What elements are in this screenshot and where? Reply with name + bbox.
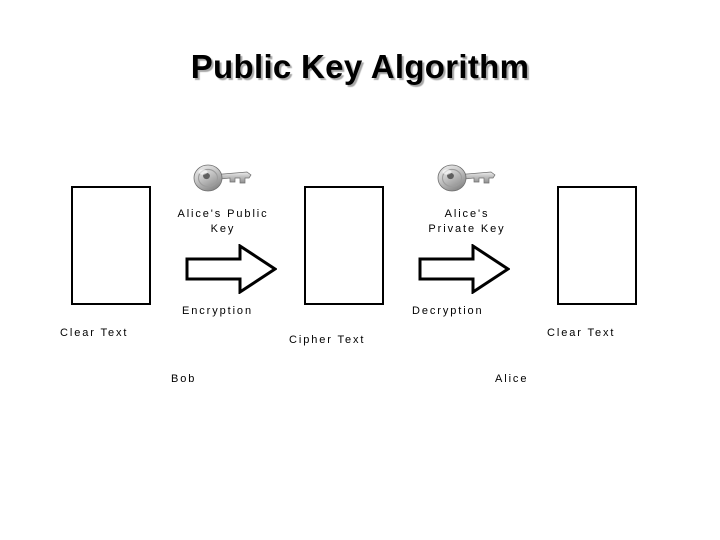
label-cipher-text: Cipher Text <box>289 334 366 346</box>
document-box-cipher-text <box>304 186 384 305</box>
label-clear-text-left: Clear Text <box>60 327 129 339</box>
label-alice-public-key-line1: Alice's Public <box>177 208 269 220</box>
label-alice-public-key-line2: Key <box>210 223 236 235</box>
label-actor-bob: Bob <box>171 373 197 385</box>
arrow-right-icon-decryption <box>418 244 510 294</box>
label-clear-text-right: Clear Text <box>547 327 616 339</box>
key-icon-private <box>434 162 506 202</box>
label-alice-public-key: Alice's Public Key <box>160 207 286 237</box>
page-title: Public Key Algorithm <box>190 48 530 85</box>
arrow-right-icon-encryption <box>185 244 277 294</box>
document-box-clear-text-left <box>71 186 151 305</box>
label-alice-private-key-line2: Private Key <box>428 223 506 235</box>
document-box-clear-text-right <box>557 186 637 305</box>
label-alice-private-key-line1: Alice's <box>444 208 490 220</box>
label-alice-private-key: Alice's Private Key <box>404 207 530 237</box>
label-actor-alice: Alice <box>495 373 529 385</box>
label-encryption: Encryption <box>182 305 253 317</box>
label-decryption: Decryption <box>412 305 484 317</box>
key-icon-public <box>190 162 262 202</box>
